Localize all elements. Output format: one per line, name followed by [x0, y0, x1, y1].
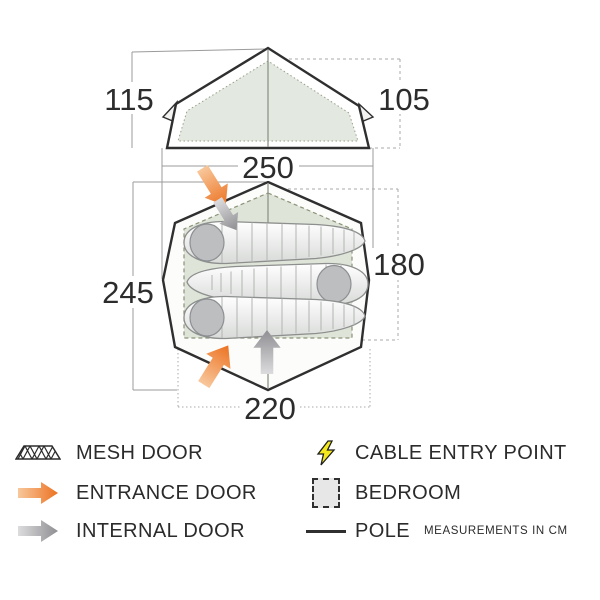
internal-door-icon [12, 518, 64, 544]
sleeping-bag-head [316, 264, 352, 304]
floor-plan [161, 161, 371, 393]
cable-entry-icon [306, 440, 346, 466]
mesh-door-label: MESH DOOR [76, 442, 203, 464]
dim-side-left: 115 [104, 82, 153, 117]
pole-label: POLE [355, 520, 410, 542]
dim-front-width: 220 [244, 391, 296, 426]
pole-icon [306, 529, 346, 533]
legend-row-bedroom: BEDROOM [306, 478, 461, 508]
side-view [161, 46, 375, 150]
entrance-door-icon [12, 480, 64, 506]
tent-diagram: 115 105 250 245 180 220 [100, 46, 432, 426]
dim-length: 245 [102, 275, 154, 310]
legend-row-internal-door: INTERNAL DOOR [12, 516, 245, 546]
legend-row-cable-entry: CABLE ENTRY POINT [306, 438, 567, 468]
legend-row-pole: POLE [306, 516, 410, 546]
dimension-labels: 115 105 250 245 180 220 [100, 82, 432, 426]
cable-entry-label: CABLE ENTRY POINT [355, 442, 567, 464]
dimension-lines [131, 48, 401, 408]
legend-row-mesh-door: MESH DOOR [12, 438, 203, 468]
dim-width: 250 [242, 150, 294, 185]
internal-door-label: INTERNAL DOOR [76, 520, 245, 542]
legend-row-entrance-door: ENTRANCE DOOR [12, 478, 257, 508]
entrance-door-label: ENTRANCE DOOR [76, 482, 257, 504]
mesh-door-icon [12, 445, 64, 461]
dim-inner-depth: 180 [373, 247, 425, 282]
sleeping-bag [183, 220, 366, 265]
sleeping-bag-head [189, 223, 225, 262]
bedroom-icon [306, 478, 346, 508]
bedroom-label: BEDROOM [355, 482, 462, 504]
measurements-note: MEASUREMENTS IN CM [424, 525, 568, 537]
dim-side-right: 105 [378, 82, 430, 117]
